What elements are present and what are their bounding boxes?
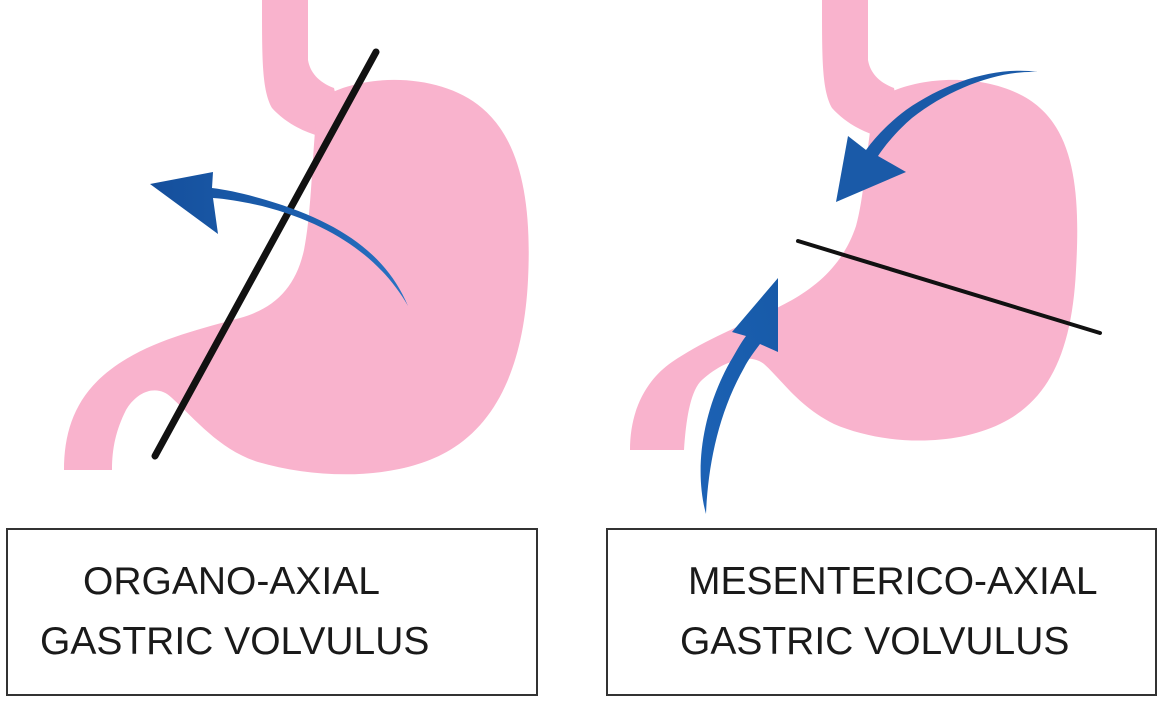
mesenterico-axial-caption-box: MESENTERICO-AXIAL GASTRIC VOLVULUS bbox=[606, 528, 1157, 696]
right-stomach-body bbox=[630, 79, 1078, 450]
left-stomach-group bbox=[64, 0, 529, 475]
organo-axial-caption-line1: ORGANO-AXIAL bbox=[83, 560, 380, 603]
left-stomach-body bbox=[64, 79, 529, 475]
left-rotation-axis bbox=[151, 48, 380, 460]
right-lower-arrow bbox=[700, 278, 778, 514]
mesenterico-axial-caption-line1: MESENTERICO-AXIAL bbox=[688, 560, 1098, 603]
organo-axial-caption-box: ORGANO-AXIAL GASTRIC VOLVULUS bbox=[6, 528, 538, 696]
mesenterico-axial-caption-line2: GASTRIC VOLVULUS bbox=[680, 620, 1070, 663]
left-rotation-arrow bbox=[150, 172, 408, 306]
right-rotation-axis bbox=[796, 239, 1102, 335]
right-upper-arrow bbox=[836, 70, 1038, 202]
right-stomach-group bbox=[630, 0, 1078, 450]
organo-axial-caption-line2: GASTRIC VOLVULUS bbox=[40, 620, 430, 663]
